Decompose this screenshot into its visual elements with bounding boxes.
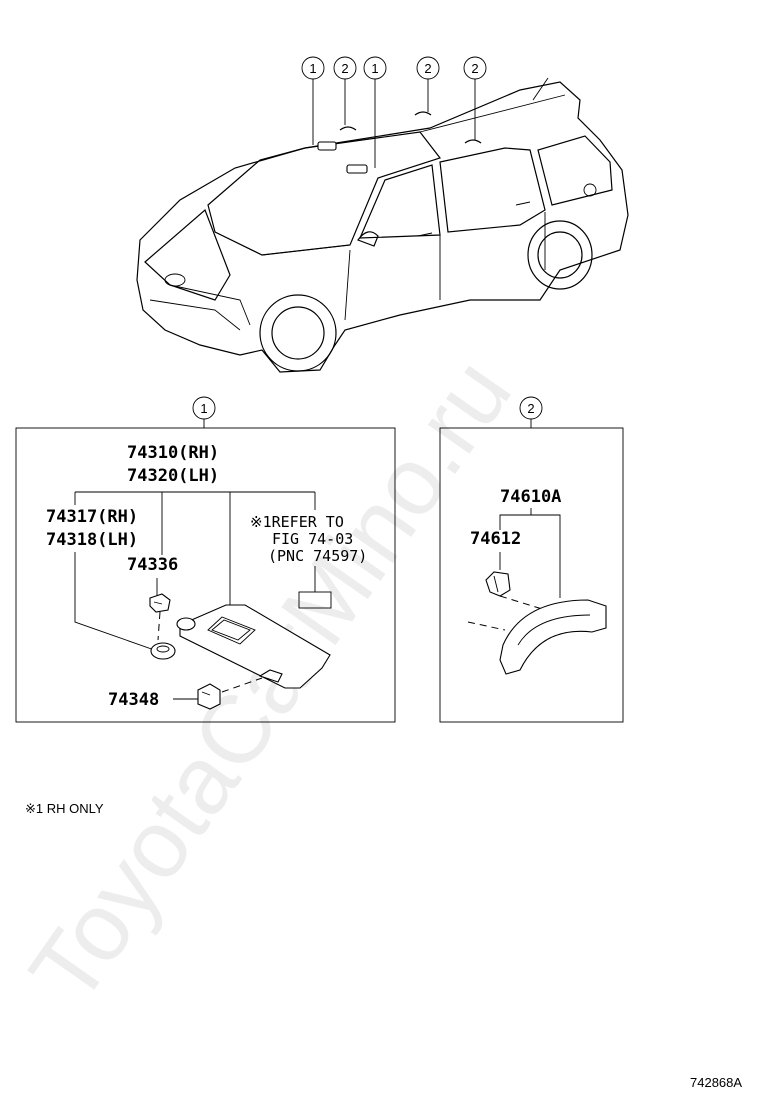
- callout-2b: 2: [416, 56, 440, 112]
- svg-text:2: 2: [341, 61, 348, 76]
- callout-1b: 1: [363, 56, 387, 168]
- refer-note-line1: ※1REFER TO: [250, 513, 344, 531]
- svg-text:2: 2: [471, 61, 478, 76]
- part-number-74310: 74310(RH): [127, 443, 219, 463]
- callout-2a: 2: [333, 56, 357, 125]
- part-number-74318: 74318(LH): [46, 530, 138, 550]
- svg-text:2: 2: [424, 61, 431, 76]
- refer-note-line2: FIG 74-03: [272, 530, 353, 548]
- panel-sun-visor: 1 74310(RH) 74320(LH) 74317(RH) 74318(LH…: [15, 396, 396, 723]
- panel1-index: 1: [200, 401, 207, 416]
- panel2-index: 2: [527, 401, 534, 416]
- holder-74317-drawing: [150, 642, 176, 660]
- callout-2c: 2: [463, 56, 487, 140]
- sun-visor-drawing: [176, 604, 331, 689]
- footnote: ※1 RH ONLY: [25, 801, 104, 816]
- refer-note-line3: (PNC 74597): [268, 547, 367, 565]
- assist-grip-74610a-drawing: [499, 599, 607, 675]
- overview-callouts: 1 2 1 2 2: [301, 56, 487, 168]
- grip-cover-74612-drawing: [485, 571, 511, 597]
- part-number-74317: 74317(RH): [46, 507, 138, 527]
- part-number-74320: 74320(LH): [127, 466, 219, 486]
- callout-1a: 1: [301, 56, 325, 145]
- svg-text:1: 1: [371, 61, 378, 76]
- figure-code: 742868A: [690, 1075, 742, 1090]
- clip-74336-drawing: [149, 593, 171, 613]
- panel-assist-grip: 2 74610A 74612: [439, 396, 624, 723]
- svg-text:1: 1: [309, 61, 316, 76]
- vehicle-overview: [136, 77, 629, 373]
- part-number-74336: 74336: [127, 555, 178, 575]
- part-number-74612: 74612: [470, 529, 521, 549]
- part-number-74610a: 74610A: [500, 487, 561, 507]
- part-number-74348: 74348: [108, 690, 159, 710]
- hook-74348-drawing: [197, 683, 221, 710]
